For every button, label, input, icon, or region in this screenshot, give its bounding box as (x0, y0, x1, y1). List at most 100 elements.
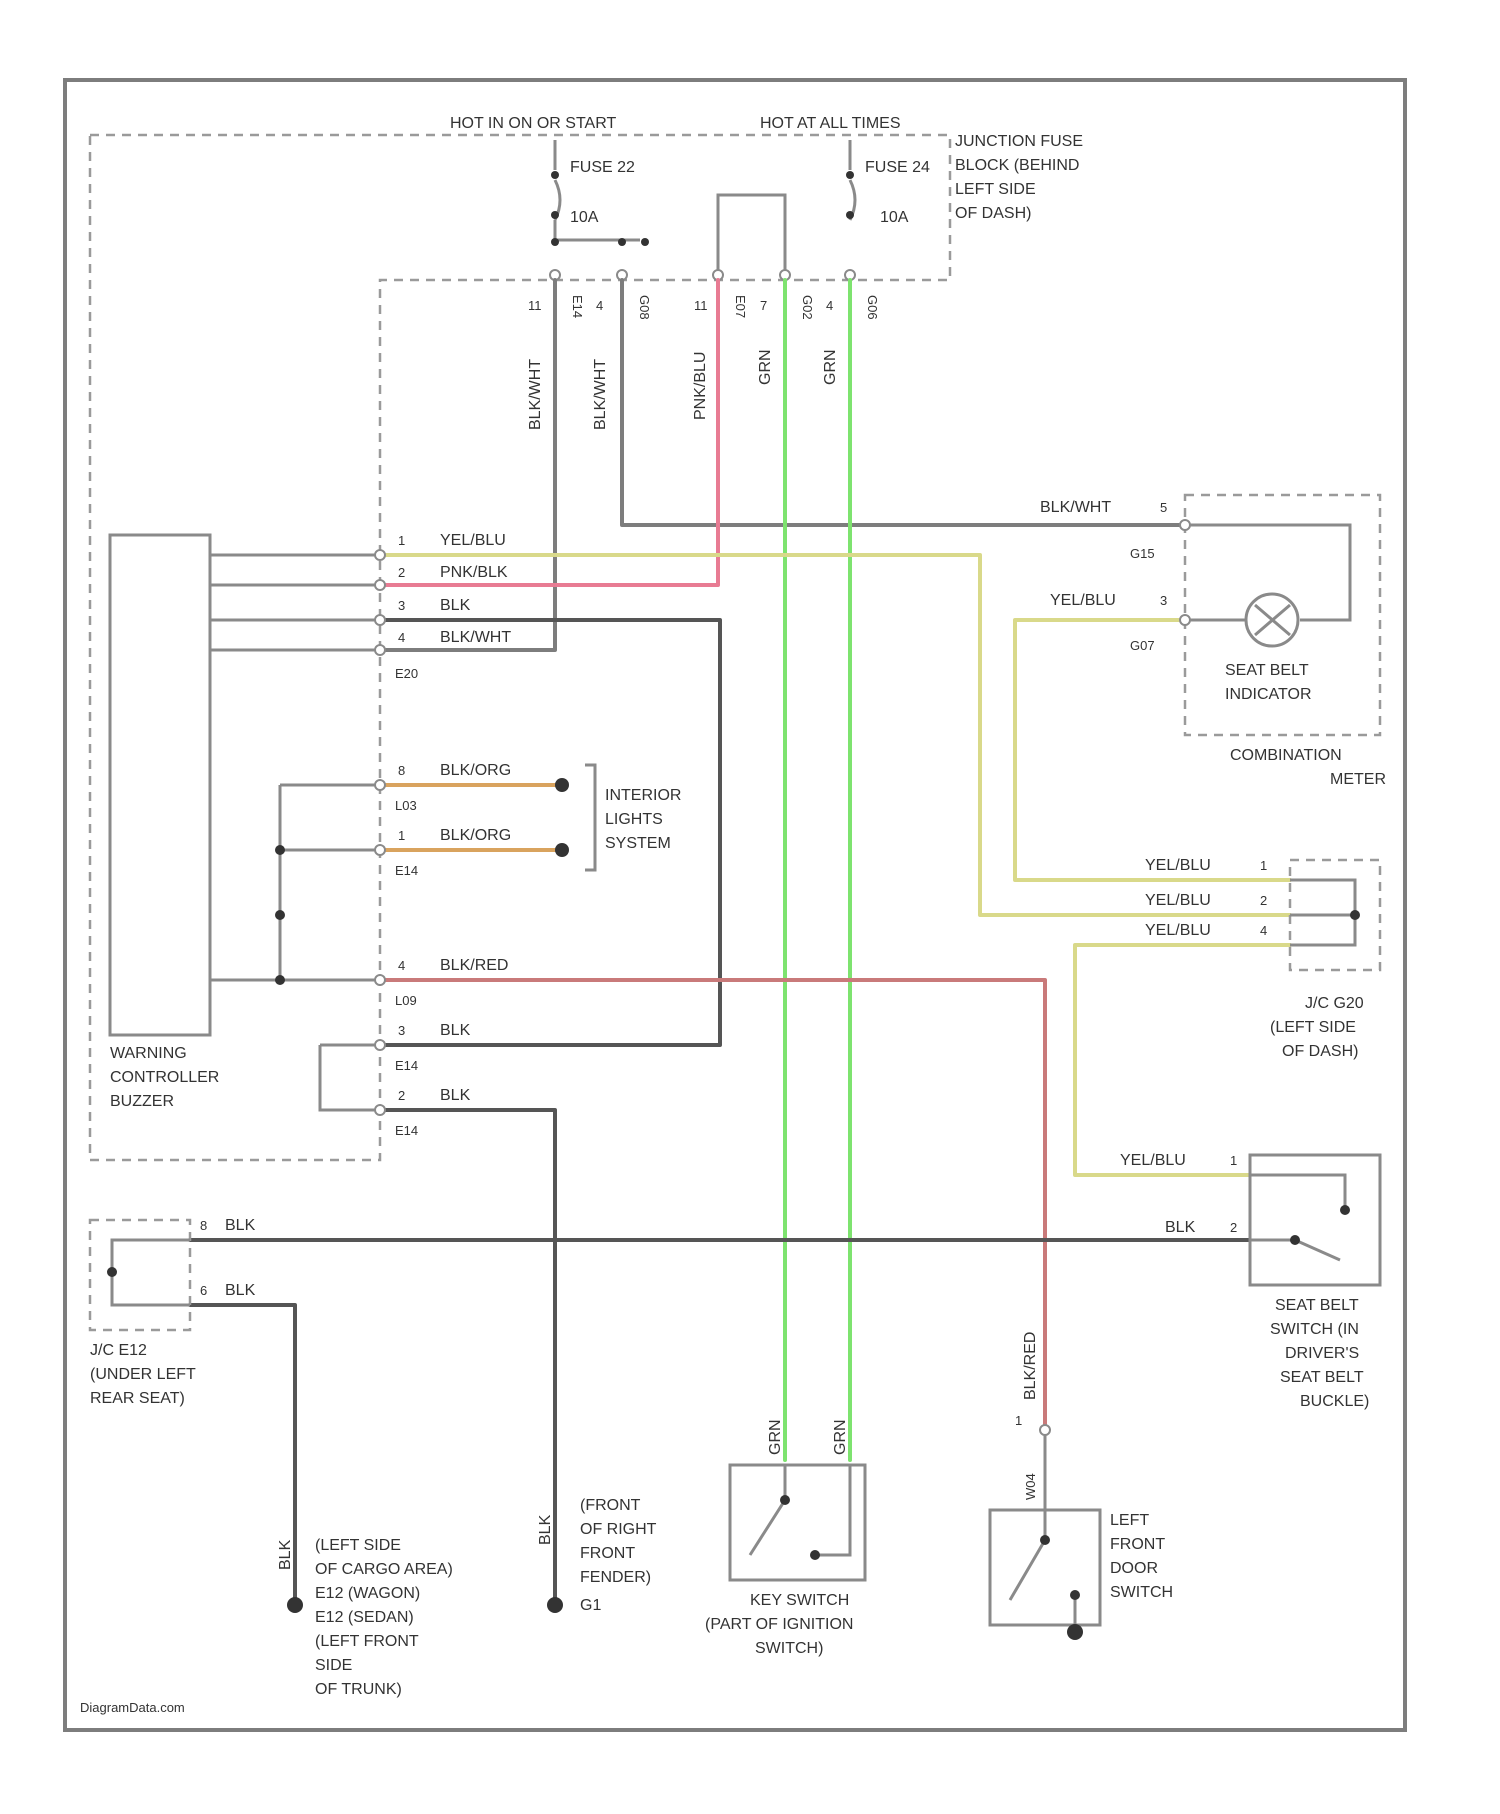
svg-text:METER: METER (1330, 771, 1386, 788)
fuse-block-label: JUNCTION FUSE BLOCK (BEHIND LEFT SIDE OF… (955, 133, 1083, 222)
svg-text:6: 6 (200, 1283, 207, 1298)
interior-lights-label: INTERIOR LIGHTS SYSTEM (605, 787, 681, 852)
svg-text:BLK: BLK (440, 1022, 471, 1039)
svg-text:E07: E07 (733, 295, 748, 318)
svg-text:7: 7 (760, 298, 767, 313)
combination-meter-labels: BLK/WHT 5 G15 YEL/BLU 3 G07 SEAT BELT IN… (1040, 499, 1386, 788)
svg-text:(LEFT FRONT: (LEFT FRONT (315, 1633, 419, 1650)
svg-text:DRIVER'S: DRIVER'S (1285, 1345, 1359, 1362)
svg-text:YEL/BLU: YEL/BLU (1120, 1152, 1186, 1169)
svg-text:YEL/BLU: YEL/BLU (1145, 892, 1211, 909)
wire-blk-ground2 (380, 1110, 555, 1605)
svg-text:2: 2 (1230, 1220, 1237, 1235)
svg-text:FENDER): FENDER) (580, 1569, 651, 1586)
svg-text:YEL/BLU: YEL/BLU (1050, 592, 1116, 609)
top-terminals: 11 E14 4 G08 11 E07 7 G02 4 G06 (528, 270, 880, 320)
svg-text:G1: G1 (580, 1597, 601, 1614)
svg-text:LEFT SIDE: LEFT SIDE (955, 181, 1036, 198)
svg-text:G15: G15 (1130, 546, 1155, 561)
svg-text:OF DASH): OF DASH) (955, 205, 1031, 222)
svg-text:SEAT BELT: SEAT BELT (1225, 662, 1309, 679)
svg-text:1: 1 (398, 828, 405, 843)
svg-text:SEAT BELT: SEAT BELT (1275, 1297, 1359, 1314)
fuse-24: FUSE 24 10A (846, 140, 930, 226)
svg-text:BLK: BLK (440, 1087, 471, 1104)
svg-text:4: 4 (826, 298, 833, 313)
wire-blk-red (380, 980, 1045, 1430)
svg-text:BUZZER: BUZZER (110, 1093, 174, 1110)
svg-text:BLK: BLK (225, 1217, 256, 1234)
wire-label-w1: BLK/WHT (527, 359, 544, 430)
svg-text:PNK/BLK: PNK/BLK (440, 564, 508, 581)
ground-1-label: (LEFT SIDE OF CARGO AREA) E12 (WAGON) E1… (315, 1537, 453, 1698)
svg-text:OF CARGO AREA): OF CARGO AREA) (315, 1561, 453, 1578)
svg-text:JUNCTION FUSE: JUNCTION FUSE (955, 133, 1083, 150)
fuse-24-label: FUSE 24 (865, 159, 930, 176)
ground-2-label: (FRONT OF RIGHT FRONT FENDER) G1 (580, 1497, 657, 1614)
wire-label-w4: GRN (757, 349, 774, 385)
seat-belt-switch-contact (1250, 1175, 1345, 1260)
svg-text:(UNDER LEFT: (UNDER LEFT (90, 1366, 196, 1383)
svg-text:3: 3 (398, 1023, 405, 1038)
svg-text:WARNING: WARNING (110, 1045, 187, 1062)
svg-text:J/C E12: J/C E12 (90, 1342, 147, 1359)
svg-text:G06: G06 (865, 295, 880, 320)
door-switch-label: LEFT FRONT DOOR SWITCH (1110, 1512, 1173, 1601)
svg-text:E14: E14 (395, 863, 418, 878)
svg-text:BLK/ORG: BLK/ORG (440, 827, 511, 844)
svg-text:4: 4 (398, 958, 405, 973)
key-switch-wire-1: GRN (767, 1419, 784, 1455)
watermark: DiagramData.com (80, 1700, 185, 1715)
svg-text:BLOCK (BEHIND: BLOCK (BEHIND (955, 157, 1079, 174)
wire-label-w2: BLK/WHT (592, 359, 609, 430)
svg-text:2: 2 (1260, 893, 1267, 908)
svg-text:SWITCH): SWITCH) (755, 1640, 823, 1657)
svg-text:COMBINATION: COMBINATION (1230, 747, 1342, 764)
svg-text:E14: E14 (570, 295, 585, 318)
svg-text:L09: L09 (395, 993, 417, 1008)
fuse-22-label: FUSE 22 (570, 159, 635, 176)
key-switch-label: KEY SWITCH (PART OF IGNITION SWITCH) (705, 1592, 853, 1657)
svg-text:BUCKLE): BUCKLE) (1300, 1393, 1369, 1410)
svg-text:11: 11 (528, 298, 542, 313)
svg-text:INTERIOR: INTERIOR (605, 787, 681, 804)
svg-text:LIGHTS: LIGHTS (605, 811, 663, 828)
svg-text:BLK: BLK (225, 1282, 256, 1299)
svg-text:E14: E14 (395, 1123, 418, 1138)
warning-controller-box (110, 535, 210, 1035)
controller-pins-mid: 8 BLK/ORG L03 1 BLK/ORG E14 (375, 762, 511, 878)
door-switch-contact (1010, 1430, 1075, 1630)
junction-g20-labels: YEL/BLU 1 YEL/BLU 2 YEL/BLU 4 J/C G20 (L… (1145, 857, 1364, 1060)
wire-blk-wht-1 (380, 280, 555, 650)
svg-text:E20: E20 (395, 666, 418, 681)
ground-1-wire-label: BLK (277, 1539, 294, 1570)
svg-text:OF DASH): OF DASH) (1282, 1043, 1358, 1060)
svg-text:YEL/BLU: YEL/BLU (1145, 922, 1211, 939)
svg-text:G08: G08 (637, 295, 652, 320)
warning-controller-label: WARNING CONTROLLER BUZZER (110, 1045, 219, 1110)
svg-text:(FRONT: (FRONT (580, 1497, 641, 1514)
svg-text:4: 4 (398, 630, 405, 645)
hot-in-on-or-start-label: HOT IN ON OR START (450, 115, 616, 132)
svg-text:E14: E14 (395, 1058, 418, 1073)
svg-text:BLK/WHT: BLK/WHT (440, 629, 511, 646)
controller-leads (210, 555, 380, 1110)
svg-text:KEY SWITCH: KEY SWITCH (750, 1592, 849, 1609)
svg-text:8: 8 (200, 1218, 207, 1233)
svg-text:BLK/ORG: BLK/ORG (440, 762, 511, 779)
svg-text:BLK/WHT: BLK/WHT (1040, 499, 1111, 516)
key-switch-box (730, 1465, 865, 1580)
svg-text:E12 (SEDAN): E12 (SEDAN) (315, 1609, 414, 1626)
svg-text:G07: G07 (1130, 638, 1155, 653)
svg-text:BLK: BLK (1165, 1219, 1196, 1236)
junction-e12-box (90, 1220, 190, 1330)
svg-text:SIDE: SIDE (315, 1657, 352, 1674)
svg-text:3: 3 (1160, 593, 1167, 608)
svg-text:E12 (WAGON): E12 (WAGON) (315, 1585, 420, 1602)
hot-at-all-times-label: HOT AT ALL TIMES (760, 115, 901, 132)
junction-e12-labels: 8 BLK 6 BLK J/C E12 (UNDER LEFT REAR SEA… (90, 1217, 256, 1407)
ground-2-point (547, 1597, 563, 1613)
svg-text:1: 1 (398, 533, 405, 548)
door-switch-wire-label: BLK/RED (1022, 1332, 1039, 1400)
